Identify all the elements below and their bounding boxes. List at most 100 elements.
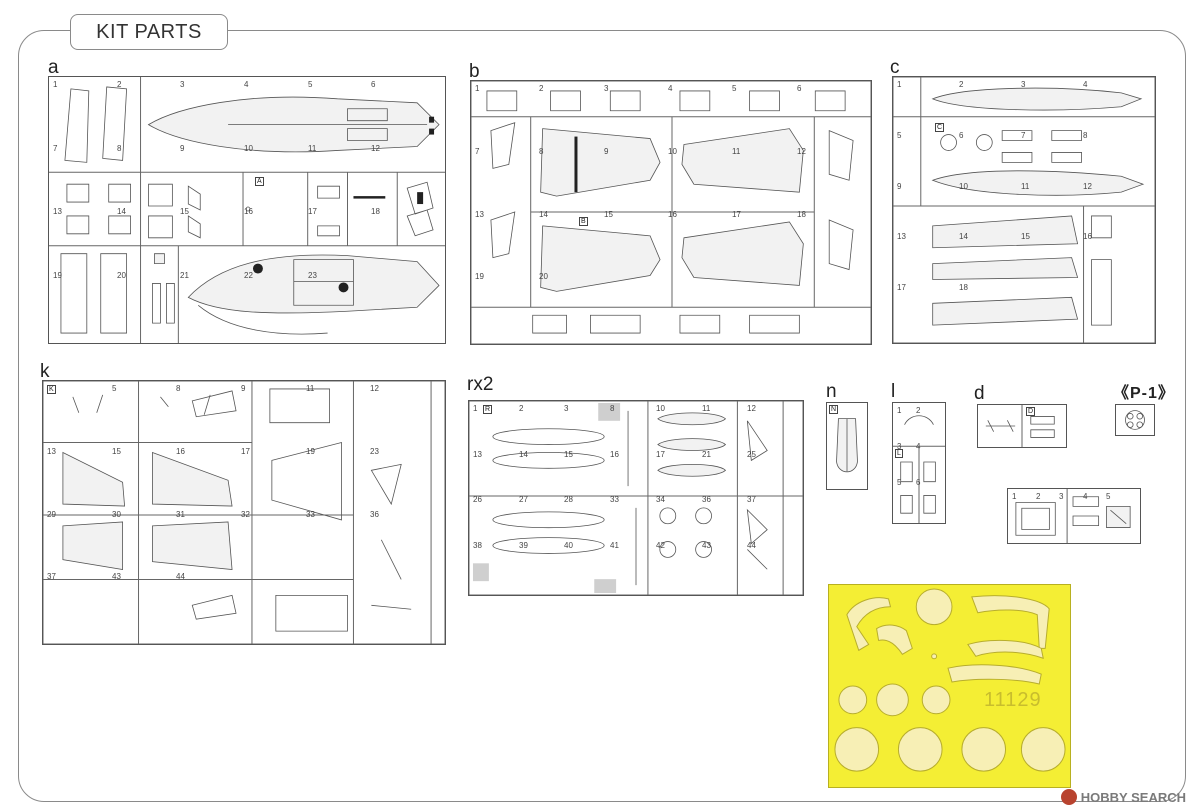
part-number-k-32: 32 — [241, 510, 250, 519]
part-number-l-3: 3 — [897, 442, 902, 451]
section-label-rx2: rx2 — [467, 374, 494, 395]
part-number-rx2-36: 36 — [702, 495, 711, 504]
part-number-b-10: 10 — [668, 147, 677, 156]
section-label-n: n — [826, 381, 837, 402]
sprue-p1 — [1115, 404, 1155, 436]
part-number-l-5: 5 — [897, 478, 902, 487]
part-number-k-19: 19 — [306, 447, 315, 456]
part-number-a-21: 21 — [180, 271, 189, 280]
part-number-a-23: 23 — [308, 271, 317, 280]
part-number-rx2-2: 2 — [519, 404, 524, 413]
part-number-rx2-15: 15 — [564, 450, 573, 459]
part-number-b-4: 4 — [668, 84, 673, 93]
part-number-a-5: 5 — [308, 80, 313, 89]
part-number-b-17: 17 — [732, 210, 741, 219]
sprue-marker-n: N — [829, 405, 839, 414]
part-number-c-16: 16 — [1083, 232, 1092, 241]
sprue-k: 35891112131516171923293031323336374344K — [42, 380, 446, 645]
part-number-rx2-14: 14 — [519, 450, 528, 459]
part-number-rx2-39: 39 — [519, 541, 528, 550]
part-number-rx2-27: 27 — [519, 495, 528, 504]
watermark: HOBBY SEARCH — [1060, 789, 1186, 805]
part-number-c-15: 15 — [1021, 232, 1030, 241]
part-number-b-11: 11 — [732, 147, 741, 156]
part-number-l-4: 4 — [916, 442, 921, 451]
part-number-k-5: 5 — [112, 384, 117, 393]
part-number-b-19: 19 — [475, 272, 484, 281]
part-number-a-4: 4 — [244, 80, 249, 89]
hobby-search-logo-icon — [1060, 789, 1077, 805]
part-number-k-11: 11 — [306, 384, 315, 393]
sprue-marker-d: D — [1026, 407, 1036, 416]
sprue-marker-k: K — [47, 385, 56, 394]
part-number-rx2-1: 1 — [473, 404, 478, 413]
part-number-k-13: 13 — [47, 447, 56, 456]
part-number-c-13: 13 — [897, 232, 906, 241]
part-number-a-6: 6 — [371, 80, 376, 89]
part-number-k-16: 16 — [176, 447, 185, 456]
part-number-c-4: 4 — [1083, 80, 1088, 89]
masking-sheet: 11129 — [828, 584, 1071, 788]
page-title: KIT PARTS — [70, 14, 228, 50]
part-number-rx2-8: 8 — [610, 404, 615, 413]
part-number-k-15: 15 — [112, 447, 121, 456]
part-number-c-10: 10 — [959, 182, 968, 191]
section-label-k: k — [40, 361, 50, 382]
sprue-marker-b: B — [579, 217, 588, 226]
part-number-a-18: 18 — [371, 207, 380, 216]
part-number-c-12: 12 — [1083, 182, 1092, 191]
part-number-b-8: 8 — [539, 147, 544, 156]
part-number-k-17: 17 — [241, 447, 250, 456]
part-number-k-37: 37 — [47, 572, 56, 581]
part-number-a-12: 12 — [371, 144, 380, 153]
part-number-c-9: 9 — [897, 182, 902, 191]
part-number-a-16: 16 — [244, 207, 253, 216]
part-number-c-1: 1 — [897, 80, 902, 89]
part-number-c-14: 14 — [959, 232, 968, 241]
part-number-k-8: 8 — [176, 384, 181, 393]
part-number-b-5: 5 — [732, 84, 737, 93]
part-number-c-11: 11 — [1021, 182, 1030, 191]
sprue-marker-rx2: R — [483, 405, 493, 414]
part-number-rx2-11: 11 — [702, 404, 711, 413]
part-number-rx2-44: 44 — [747, 541, 756, 550]
part-number-d-3: 3 — [1059, 492, 1064, 501]
section-label-b: b — [469, 61, 480, 82]
part-number-k-43: 43 — [112, 572, 121, 581]
sprue-marker-c: C — [935, 123, 945, 132]
part-number-a-14: 14 — [117, 207, 126, 216]
part-number-d-5: 5 — [1106, 492, 1111, 501]
part-number-c-6: 6 — [959, 131, 964, 140]
part-number-b-1: 1 — [475, 84, 480, 93]
part-number-b-6: 6 — [797, 84, 802, 93]
part-number-rx2-41: 41 — [610, 541, 619, 550]
part-number-a-19: 19 — [53, 271, 62, 280]
part-number-b-13: 13 — [475, 210, 484, 219]
part-number-d-1: 1 — [1012, 492, 1017, 501]
part-number-rx2-12: 12 — [747, 404, 756, 413]
part-number-k-36: 36 — [370, 510, 379, 519]
part-number-b-9: 9 — [604, 147, 609, 156]
part-number-b-3: 3 — [604, 84, 609, 93]
part-number-c-7: 7 — [1021, 131, 1026, 140]
part-number-rx2-26: 26 — [473, 495, 482, 504]
part-number-c-5: 5 — [897, 131, 902, 140]
part-number-rx2-40: 40 — [564, 541, 573, 550]
part-number-a-7: 7 — [53, 144, 58, 153]
part-number-b-14: 14 — [539, 210, 548, 219]
part-number-c-8: 8 — [1083, 131, 1088, 140]
part-number-b-20: 20 — [539, 272, 548, 281]
part-number-rx2-33: 33 — [610, 495, 619, 504]
part-number-l-1: 1 — [897, 406, 902, 415]
sprue-n: 1N — [826, 402, 868, 490]
part-number-k-29: 29 — [47, 510, 56, 519]
section-label-p1: 《P-1》 — [1113, 385, 1175, 402]
part-number-l-2: 2 — [916, 406, 921, 415]
part-number-k-33: 33 — [306, 510, 315, 519]
part-number-a-9: 9 — [180, 144, 185, 153]
